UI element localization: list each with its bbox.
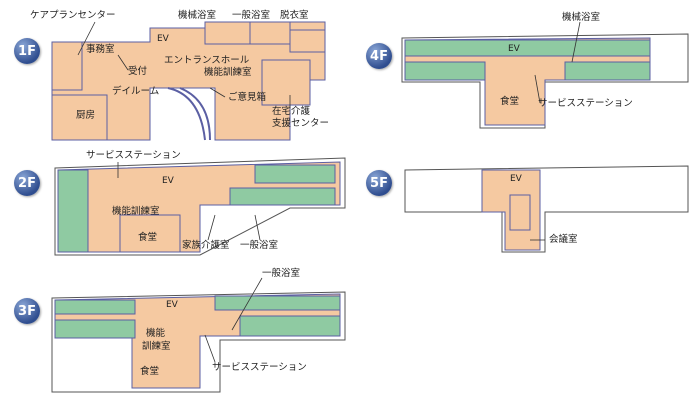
lead-3f-service [204,334,216,363]
lead-4f-bath [571,21,581,63]
floor-3f-bedroom-left-bottom [54,319,136,339]
floor-1f-curve-wall-2 [179,87,211,141]
label-ev-4f: EV [508,44,520,54]
label-machine-bath-4f: 機械浴室 [562,12,601,23]
label-rehab-room-1f: 機能訓練室 [204,67,252,78]
floor-1f-bath-room [204,21,251,45]
label-rehab-line2-3f: 訓練室 [142,341,171,352]
floor-2f-bedroom-bottom [229,187,336,206]
floor-1f-dressing-room [289,29,326,53]
floor-4f-bedroom-bottom-right [564,61,651,81]
floor-5f-stairs [509,194,531,231]
label-office: 事務室 [86,44,115,55]
floor-1f-room-divider [51,41,83,91]
label-meeting-room: 会議室 [549,234,578,245]
label-rehab-line1-3f: 機能 [146,328,166,339]
lead-1f-suggestion [209,87,226,98]
floor-4f-bedroom-top [404,39,651,57]
floor-1f-kitchen-room [51,94,108,141]
floor-badge-4f: 4F [366,43,392,69]
lead-3f-bath [231,277,263,331]
floor-badge-5f: 5F [366,170,392,196]
floor-5f-plan [404,165,689,253]
floor-5f-outer [404,165,689,253]
lead-1f-care [77,21,96,56]
floor-1f-home-care-room [261,59,311,106]
label-general-bath-2f: 一般浴室 [240,240,279,251]
label-service-station-4f: サービスステーション [538,98,633,109]
leader-lines [77,21,581,363]
floor-1f-general-bath-room [249,21,291,45]
label-reception: 受付 [128,66,148,77]
floor-3f-plan [51,291,346,393]
floor-3f-bedroom-right-bottom [239,315,341,337]
floor-3f-bedroom-left-top [54,299,136,315]
lead-1f-reception [117,54,129,71]
label-kitchen: 厨房 [76,110,96,121]
label-day-room: デイルーム [112,86,160,97]
floor-2f-dining-room [119,214,181,253]
floor-2f-plan [54,157,346,256]
label-machine-bath-1f: 機械浴室 [178,10,217,21]
label-general-bath-1f: 一般浴室 [232,10,271,21]
lead-2f-bath [254,214,261,241]
label-home-care-line1: 在宅介護 [272,106,311,117]
floor-2f-bedroom-top [254,164,336,184]
label-suggestion-box: ご意見箱 [228,92,267,103]
floor-4f-bedroom-bottom-left [404,61,486,81]
label-ev-1f: EV [157,34,169,44]
label-service-station-3f: サービスステーション [212,362,307,373]
label-dressing-room: 脱衣室 [280,10,309,21]
floor-2f-bedroom-left [57,169,89,253]
lead-4f-service [534,74,541,104]
label-general-bath-3f: 一般浴室 [262,268,301,279]
floor-badge-3f: 3F [14,298,40,324]
label-entrance-hall: エントランスホール [164,55,250,66]
label-dining-4f: 食堂 [500,96,520,107]
floor-4f-plan [401,33,689,129]
label-ev-2f: EV [162,176,174,186]
label-service-station-2f: サービスステーション [86,150,181,161]
label-ev-5f: EV [510,174,522,184]
label-dining-2f: 食堂 [138,232,158,243]
label-home-care-line2: 支援センター [272,118,330,129]
floor-badge-2f: 2F [14,170,40,196]
label-care-plan-center: ケアプランセンター [30,10,116,21]
floor-1f-curve-wall [167,87,206,141]
label-rehab-room-2f: 機能訓練室 [112,206,160,217]
label-dining-3f: 食堂 [140,366,160,377]
floor-badge-1f: 1F [14,38,40,64]
floor-3f-bedroom-right-top [214,295,341,311]
lead-2f-family [207,214,216,241]
label-family-care-room: 家族介護室 [182,240,230,251]
floor-1f-plan [51,21,326,141]
label-ev-3f: EV [166,300,178,310]
